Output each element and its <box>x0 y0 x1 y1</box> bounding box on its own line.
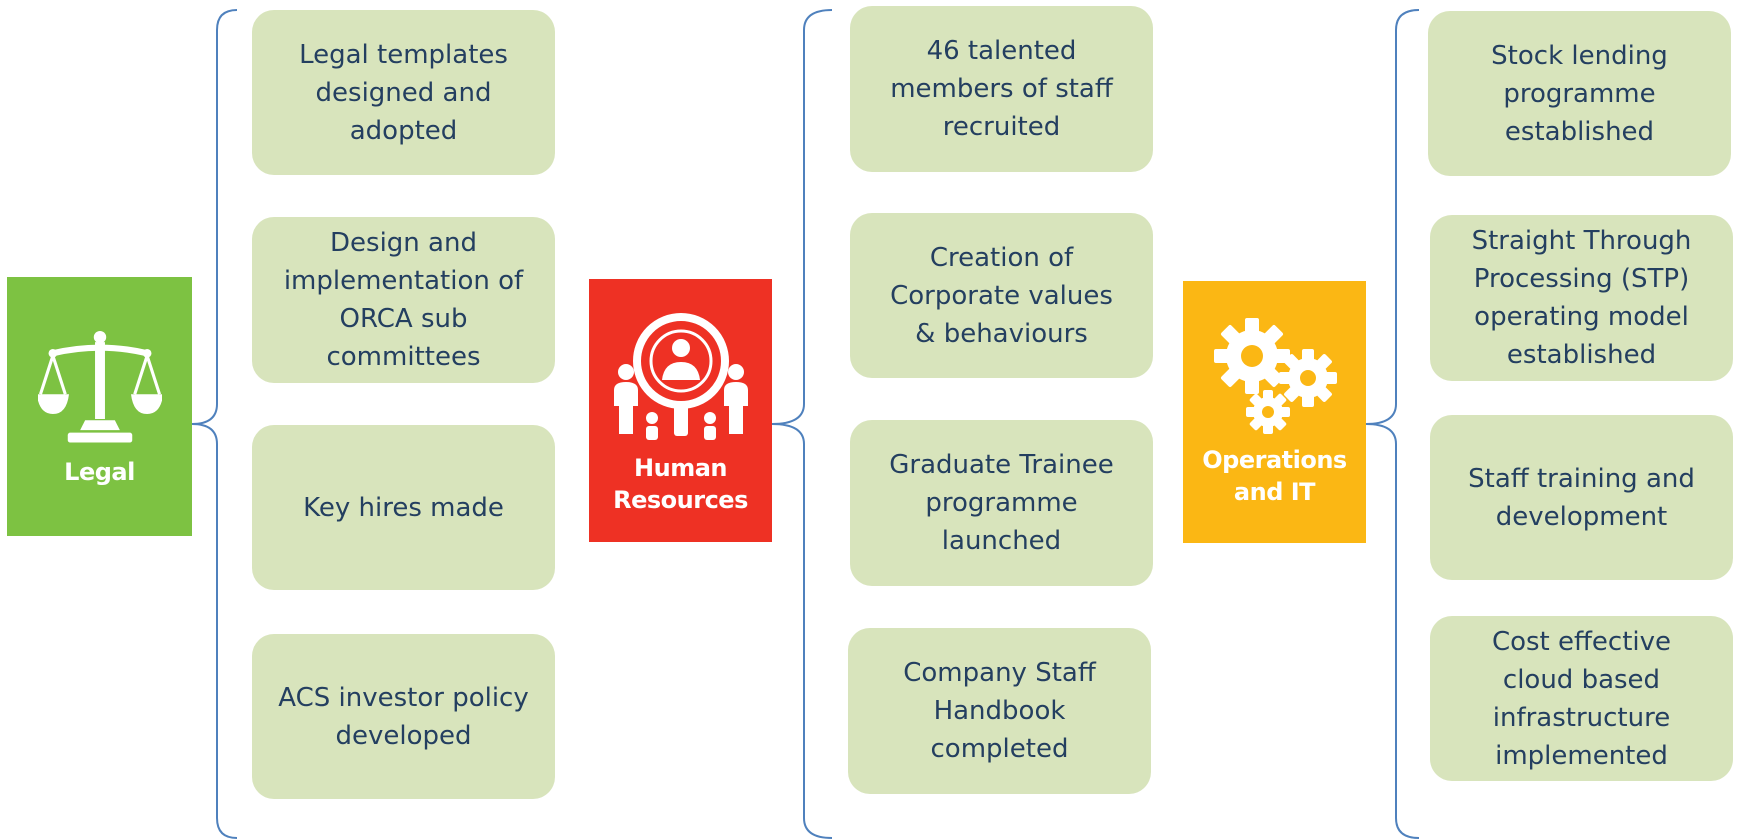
hr-item-box: Company Staff Handbook completed <box>848 628 1151 794</box>
legal-item-box: ACS investor policy developed <box>252 634 555 799</box>
legal-bracket <box>191 9 238 839</box>
ops-item-box: Cost effective cloud based infrastructur… <box>1430 616 1733 781</box>
legal-tile: Legal <box>7 277 192 536</box>
ops-item-box: Straight Through Processing (STP) operat… <box>1430 215 1733 381</box>
people-search-icon <box>613 312 748 440</box>
hr-tile: Human Resources <box>589 279 772 542</box>
hr-label: Human Resources <box>613 453 748 514</box>
ops-item-box: Stock lending programme established <box>1428 11 1731 176</box>
ops-label: Operations and IT <box>1202 446 1347 506</box>
hr-item-box: Graduate Trainee programme launched <box>850 420 1153 586</box>
legal-item-box: Design and implementation of ORCA sub co… <box>252 217 555 383</box>
legal-label: Legal <box>64 457 135 486</box>
scales-icon <box>37 330 162 443</box>
hr-item-box: 46 talented members of staff recruited <box>850 6 1153 172</box>
gears-icon <box>1213 318 1337 434</box>
legal-item-box: Legal templates designed and adopted <box>252 10 555 175</box>
ops-item-box: Staff training and development <box>1430 415 1733 580</box>
hr-item-box: Creation of Corporate values & behaviour… <box>850 213 1153 378</box>
hr-bracket <box>771 9 833 839</box>
ops-tile: Operations and IT <box>1183 281 1366 543</box>
ops-bracket <box>1365 9 1420 839</box>
legal-item-box: Key hires made <box>252 425 555 590</box>
